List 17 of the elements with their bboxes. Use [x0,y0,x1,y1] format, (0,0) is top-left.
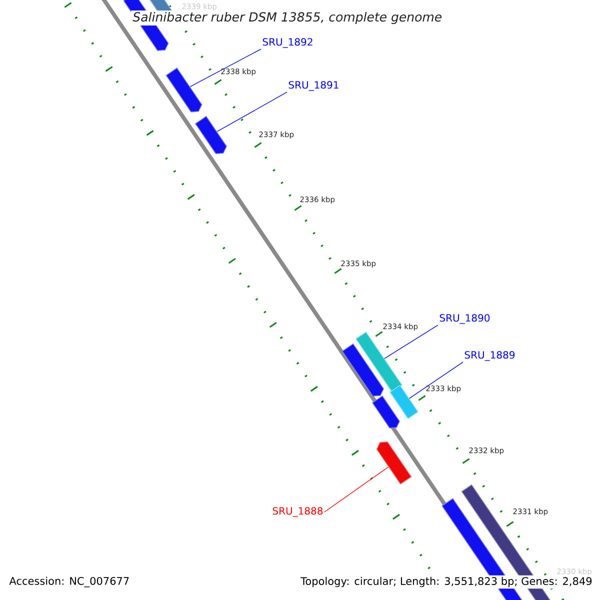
gene-label: SRU_1891 [288,81,338,91]
leader-line [190,48,262,88]
gene-block [194,116,228,154]
gene-label: SRU_1889 [464,351,515,361]
gene-block [166,68,202,112]
gene-label: SRU_1892 [262,38,312,48]
gene-bar [356,332,402,392]
gene-block [376,441,412,485]
leader-line [216,92,288,132]
leader-line [384,324,438,359]
leader-line [324,466,389,512]
accession-text: Accession: NC_007677 [9,576,129,588]
genome-info-text: Topology: circular; Length: 3,551,823 bp; Genes: 2,849 [299,575,594,589]
gene-label: SRU_1888 [272,507,323,517]
title: Salinibacter ruber DSM 13855, complete genome [131,10,444,26]
leader-line [408,362,464,399]
gene-label: SRU_1890 [440,314,490,324]
